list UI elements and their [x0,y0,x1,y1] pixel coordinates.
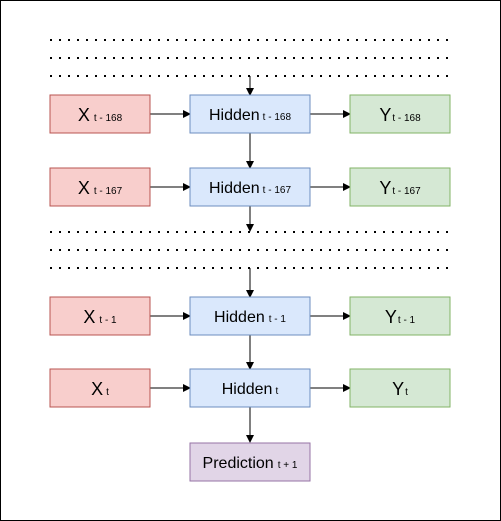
hidden-node [189,296,311,336]
output-node-label: Yt - 167 [379,178,421,198]
hidden-node [189,167,311,207]
input-node [49,368,151,408]
hidden-node [189,368,311,408]
output-node [349,167,451,207]
output-node-label: Yt - 168 [379,105,421,125]
output-node-label: Yt - 1 [385,307,416,327]
input-node [49,167,151,207]
output-node [349,368,451,408]
hidden-node [189,94,311,134]
prediction-node [189,442,311,482]
output-node [349,296,451,336]
output-node [349,94,451,134]
input-node [49,296,151,336]
output-node-label: Yt [392,379,408,399]
input-node [49,94,151,134]
ellipsis-dots [50,39,448,269]
